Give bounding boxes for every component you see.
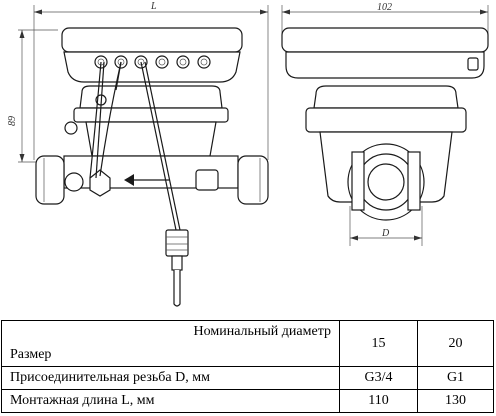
sensor-nut: [89, 169, 111, 197]
column-header-20: 20: [417, 320, 494, 367]
cell-thread-15: G3/4: [339, 366, 418, 390]
cell-length-20: 130: [417, 389, 494, 413]
table-header-row: Номинальный диаметр Размер 15 20: [1, 320, 494, 367]
specifications-table: Номинальный диаметр Размер 15 20 Присоед…: [1, 320, 494, 413]
header-nominal-diameter: Номинальный диаметр: [193, 324, 331, 339]
flow-arrow-icon: [124, 174, 170, 186]
side-register-body: [285, 51, 485, 79]
dimension-diameter: D: [349, 206, 423, 246]
meter-housing-top: [79, 85, 223, 109]
register-cover: [61, 27, 243, 53]
width-label: 102: [377, 2, 392, 13]
dimension-height: 89: [7, 29, 58, 163]
table-row: Присоединительная резьба D, мм G3/4 G1: [1, 366, 494, 390]
cell-thread-20: G1: [417, 366, 494, 390]
front-view: L 89: [7, 1, 269, 307]
temperature-probe: [165, 229, 189, 307]
cell-length-15: 110: [339, 389, 418, 413]
left-fitting: [35, 155, 65, 205]
row-label-length: Монтажная длина L, мм: [1, 389, 340, 413]
seal-ring: [64, 172, 84, 192]
row-label-thread: Присоединительная резьба D, мм: [1, 366, 340, 390]
side-ring: [305, 107, 467, 133]
length-label: L: [150, 1, 157, 12]
cables: [89, 61, 181, 231]
header-size: Размер: [10, 347, 52, 362]
column-header-15: 15: [339, 320, 418, 367]
height-label: 89: [7, 116, 18, 126]
side-housing-top: [313, 85, 459, 109]
register-body: [63, 51, 241, 83]
right-fitting: [237, 155, 269, 205]
pipe-end-inner: [367, 163, 405, 201]
table-row: Монтажная длина L, мм 110 130: [1, 389, 494, 413]
side-view: 102 D: [281, 2, 489, 246]
diameter-label: D: [381, 228, 390, 239]
dimension-width: 102: [281, 2, 489, 36]
side-cover: [281, 27, 489, 53]
technical-drawing: L 89: [7, 1, 489, 307]
dimension-length: L: [33, 1, 269, 160]
diagonal-header-cell: Номинальный диаметр Размер: [1, 320, 340, 367]
